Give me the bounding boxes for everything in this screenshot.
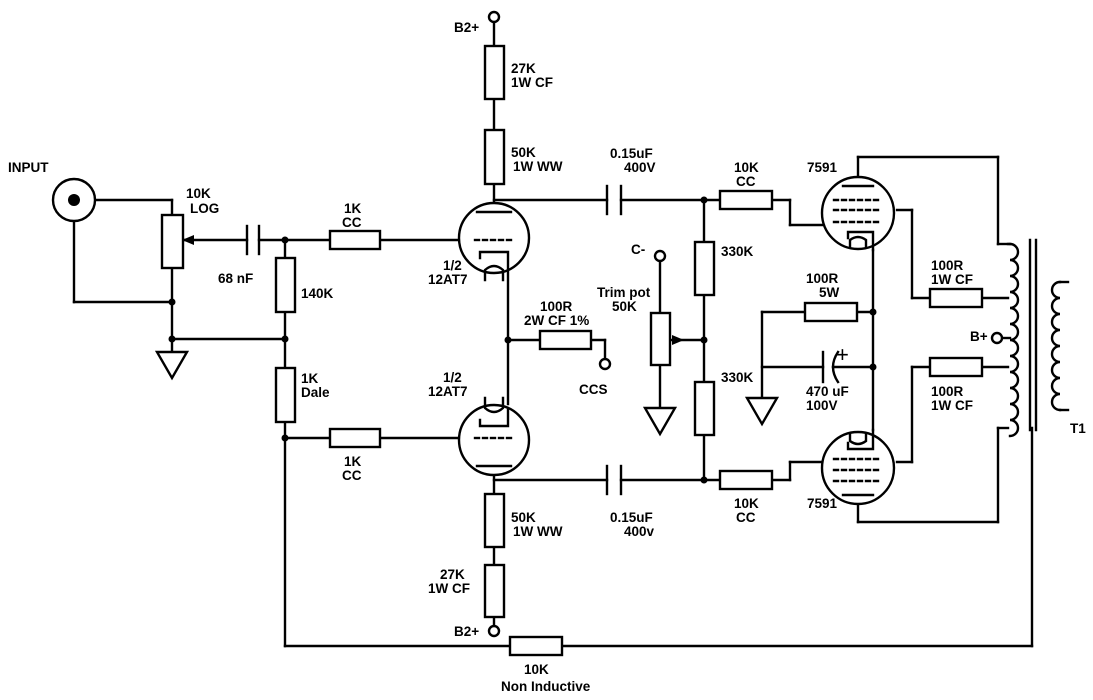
- resistor-grid-top: [328, 229, 382, 251]
- label-trim-pot-value: 50K: [612, 299, 637, 314]
- label-r-fb-value: 10K: [524, 662, 549, 677]
- triode-top: [457, 201, 531, 282]
- input-capacitor: [245, 224, 261, 256]
- label-r10k-top-value: 10K: [734, 160, 759, 175]
- label-r-dale-value: 1K: [301, 371, 319, 386]
- resistor-140k: [274, 256, 297, 314]
- label-r27k-bot-value: 27K: [440, 567, 465, 582]
- pentode-top: [820, 175, 896, 252]
- ground-symbol-trim: [642, 406, 678, 437]
- label-tube-top-type: 12AT7: [428, 272, 468, 287]
- resistor-27k-bottom: [483, 563, 506, 619]
- resistor-50k-bottom: [483, 492, 506, 549]
- label-r-grid-bot-type: CC: [342, 468, 362, 483]
- label-pot-value: 10K: [186, 186, 211, 201]
- pentode-bottom: [820, 428, 896, 506]
- resistor-screen-bottom: [928, 356, 984, 378]
- label-r100-g2-bot-type: 1W CF: [931, 398, 973, 413]
- label-r100-ccs-type: 2W CF 1%: [524, 313, 589, 328]
- terminal-ccs: [598, 357, 612, 371]
- label-ccs: CCS: [579, 382, 608, 397]
- label-out-tube-top: 7591: [807, 160, 838, 175]
- label-r100-cath-type: 5W: [819, 285, 840, 300]
- resistor-dale: [274, 366, 297, 424]
- label-r-grid-top-value: 1K: [344, 201, 362, 216]
- label-r100-ccs-value: 100R: [540, 299, 573, 314]
- label-r-dale-type: Dale: [301, 385, 330, 400]
- terminal-b2-bottom: [487, 624, 501, 638]
- label-trim-pot: Trim pot: [597, 285, 651, 300]
- resistor-27k-top: [483, 44, 506, 101]
- label-r50k-top-type: 1W WW: [513, 159, 563, 174]
- trim-pot: [649, 311, 684, 367]
- label-r-fb-type: Non Inductive: [501, 679, 591, 694]
- label-r330k-bot: 330K: [721, 370, 754, 385]
- label-tube-bot-half: 1/2: [443, 370, 462, 385]
- label-b-plus: B+: [970, 329, 988, 344]
- label-r50k-top-value: 50K: [511, 145, 536, 160]
- label-r10k-top-type: CC: [736, 174, 756, 189]
- label-cap-bot-voltage: 400v: [624, 524, 655, 539]
- label-b2-top: B2+: [454, 20, 479, 35]
- resistor-ccs: [538, 329, 593, 351]
- input-jack: [51, 177, 97, 223]
- ground-symbol-input: [154, 350, 190, 381]
- label-cap-cath-voltage: 100V: [806, 398, 838, 413]
- label-r50k-bot-type: 1W WW: [513, 524, 563, 539]
- volume-pot: [160, 213, 194, 270]
- label-r27k-bot-type: 1W CF: [428, 581, 470, 596]
- label-input: INPUT: [8, 160, 49, 175]
- resistor-50k-top: [483, 128, 506, 186]
- label-r100-cath-value: 100R: [806, 271, 839, 286]
- label-cap-plus: +: [836, 342, 849, 367]
- coupling-cap-top: [605, 184, 623, 216]
- label-tube-top-half: 1/2: [443, 258, 462, 273]
- resistor-cathode-5w: [803, 301, 859, 323]
- label-cap-top-value: 0.15uF: [610, 146, 653, 161]
- resistor-grid-bottom: [328, 427, 382, 449]
- label-r10k-bot-value: 10K: [734, 496, 759, 511]
- label-cap-top-voltage: 400V: [624, 160, 656, 175]
- terminal-c-minus: [653, 249, 667, 263]
- label-r27k-top-type: 1W CF: [511, 75, 553, 90]
- triode-bottom: [457, 396, 531, 477]
- label-tube-bot-type: 12AT7: [428, 384, 468, 399]
- label-r100-g2-top-type: 1W CF: [931, 272, 973, 287]
- label-r-grid-top-type: CC: [342, 215, 362, 230]
- label-b2-bot: B2+: [454, 624, 479, 639]
- label-transformer: T1: [1070, 421, 1086, 436]
- label-r50k-bot-value: 50K: [511, 510, 536, 525]
- label-r330k-top: 330K: [721, 244, 754, 259]
- resistor-330k-bottom: [693, 380, 716, 437]
- label-pot-taper: LOG: [190, 201, 219, 216]
- output-transformer: [1006, 238, 1070, 438]
- ground-symbol-cathode: [744, 396, 780, 427]
- junction-dots: [168, 196, 877, 484]
- coupling-cap-bottom: [605, 464, 623, 496]
- label-c-minus: C-: [631, 242, 645, 257]
- label-cap-cath-value: 470 uF: [806, 384, 849, 399]
- labels: INPUT 10K LOG 68 nF 1K CC 140K 1K Dale 1…: [8, 20, 1086, 694]
- terminal-b2-top: [487, 10, 501, 24]
- cathode-bypass-capacitor: [821, 350, 840, 384]
- terminal-b-plus: [990, 331, 1004, 345]
- label-cap-bot-value: 0.15uF: [610, 510, 653, 525]
- resistor-330k-top: [693, 240, 716, 297]
- resistor-feedback: [508, 635, 564, 657]
- resistor-screen-top: [928, 287, 984, 309]
- label-cap-in: 68 nF: [218, 271, 253, 286]
- label-r10k-bot-type: CC: [736, 510, 756, 525]
- label-r100-g2-top-value: 100R: [931, 258, 964, 273]
- label-out-tube-bot: 7591: [807, 496, 838, 511]
- label-r27k-top-value: 27K: [511, 61, 536, 76]
- label-r-grid-bot-value: 1K: [344, 454, 362, 469]
- resistor-10k-top: [718, 189, 774, 211]
- label-r100-g2-bot-value: 100R: [931, 384, 964, 399]
- label-r-140k: 140K: [301, 286, 334, 301]
- resistor-10k-bottom: [718, 469, 774, 491]
